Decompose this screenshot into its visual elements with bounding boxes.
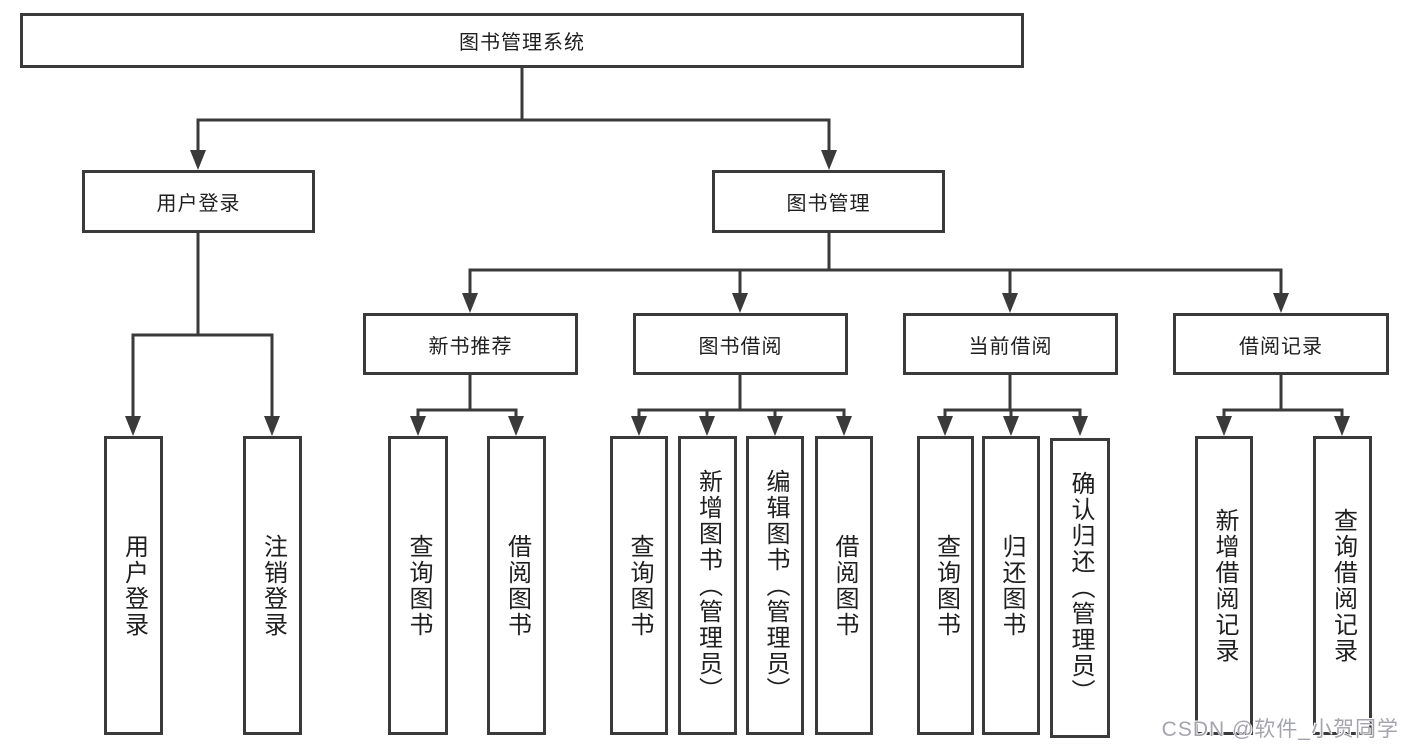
arrowhead [836,416,852,436]
leaf-user-login: 用户登录 [104,436,163,735]
arrowhead [1002,293,1018,313]
node-book-management: 图书管理 [712,170,945,233]
node-label: 用户登录 [120,533,148,638]
node-label: 新书推荐 [428,335,513,358]
leaf-return-books: 归还图书 [982,436,1040,735]
leaf-add-books-admin: 新增图书（管理员） [678,436,737,735]
arrowheads [125,150,1350,436]
node-label: 查询借阅记录 [1329,507,1357,664]
node-label: 查询图书 [405,533,432,638]
node-root-library-system: 图书管理系统 [20,13,1024,68]
node-label: 借阅图书 [831,533,858,638]
arrowhead [264,416,280,436]
arrowhead [699,416,715,436]
node-label: 查询图书 [626,533,653,638]
arrowhead [410,416,426,436]
arrowhead [190,150,206,170]
connector-userlogin-to-leaves [131,231,274,419]
connector-bookmgmt-to-level3 [468,231,1283,296]
leaf-query-borrow-record: 查询借阅记录 [1313,436,1372,735]
connector-root-to-level2 [196,66,831,154]
arrowhead [125,416,141,436]
leaf-logout: 注销登录 [243,436,302,735]
node-label: 图书借阅 [698,335,783,358]
leaf-query-books-borrowing: 查询图书 [610,436,668,735]
node-label: 确认归还（管理员） [1067,471,1094,705]
node-label: 图书管理 [786,193,871,215]
arrowhead [1334,416,1350,436]
node-label: 图书管理系统 [459,32,585,54]
node-label: 借阅图书 [503,533,531,638]
arrowhead [1216,416,1232,436]
connector-current-to-leaves [943,373,1082,420]
node-borrow-records: 借阅记录 [1173,313,1389,375]
leaf-add-borrow-record: 新增借阅记录 [1195,436,1253,735]
arrowhead [508,416,524,436]
node-label: 归还图书 [998,533,1025,638]
leaf-query-books-current: 查询图书 [917,436,974,735]
node-label: 编辑图书（管理员） [762,468,789,703]
arrowhead [462,293,478,313]
arrowhead [767,416,783,436]
csdn-watermark: CSDN @软件_小贺同学 [1161,718,1399,741]
arrowhead [937,416,953,436]
arrowhead [821,150,837,170]
node-label: 新增借阅记录 [1211,507,1238,664]
leaf-borrow-books-borrowing: 借阅图书 [815,436,873,735]
leaf-confirm-return-admin: 确认归还（管理员） [1050,438,1110,738]
node-new-book-recommend: 新书推荐 [363,313,578,375]
node-label: 新增图书（管理员） [694,468,722,703]
arrowhead [631,416,647,436]
arrowhead [1072,416,1088,436]
leaf-edit-books-admin: 编辑图书（管理员） [746,436,804,735]
node-user-login: 用户登录 [82,170,315,233]
connector-newbooks-to-leaves [416,373,518,420]
node-label: 借阅记录 [1239,335,1323,358]
node-label: 查询图书 [932,533,960,638]
node-book-borrowing: 图书借阅 [633,313,848,375]
connector-borrow-to-leaves [637,373,846,420]
arrowhead [732,293,748,313]
leaf-borrow-books-recommend: 借阅图书 [487,436,546,735]
node-label: 注销登录 [259,533,287,638]
arrowhead [1003,416,1019,436]
node-current-borrowing: 当前借阅 [903,313,1118,375]
arrowhead [1273,293,1289,313]
node-label: 当前借阅 [968,335,1053,358]
connector-records-to-leaves [1222,373,1344,420]
leaf-query-books-recommend: 查询图书 [388,436,448,735]
node-label: 用户登录 [156,193,241,215]
